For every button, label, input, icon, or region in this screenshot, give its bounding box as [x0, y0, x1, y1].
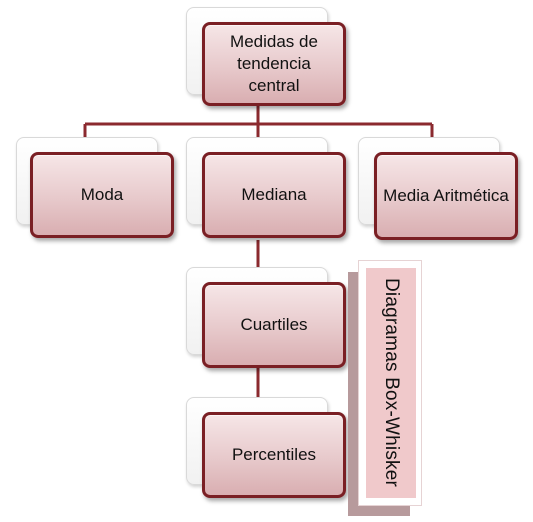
node-moda[interactable]: Moda [30, 152, 174, 238]
side-label-box[interactable]: Diagramas Box-Whisker [366, 268, 416, 498]
node-cuartiles[interactable]: Cuartiles [202, 282, 346, 368]
side-label-text: Diagramas Box-Whisker [381, 278, 402, 488]
node-percentiles[interactable]: Percentiles [202, 412, 346, 498]
node-media[interactable]: Media Aritmética [374, 152, 518, 240]
node-mediana[interactable]: Mediana [202, 152, 346, 238]
node-percentiles-label: Percentiles [231, 445, 317, 464]
node-root-label: Medidas de tendencia central [230, 32, 318, 95]
node-mediana-label: Mediana [241, 185, 307, 204]
node-media-label: Media Aritmética [383, 186, 509, 205]
node-cuartiles-label: Cuartiles [240, 315, 308, 334]
node-root[interactable]: Medidas de tendencia central [202, 22, 346, 106]
node-moda-label: Moda [80, 185, 124, 204]
